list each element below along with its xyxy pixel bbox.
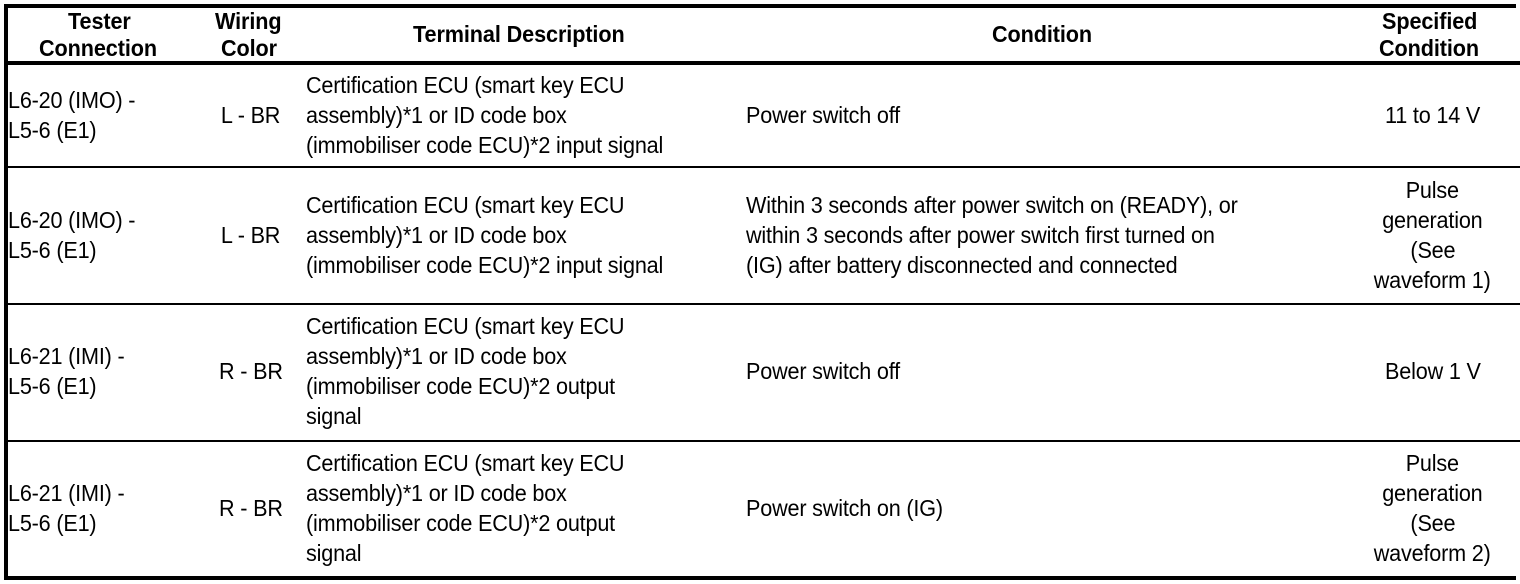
text-line: L6-21 (IMI) - — [8, 343, 125, 370]
text-line: Power switch on (IG) — [746, 494, 943, 521]
text-line: L - BR — [220, 101, 281, 128]
text-line: Below 1 V — [1384, 358, 1481, 385]
table-row: L6-21 (IMI) - L5-6 (E1) R - BR Certificatio… — [8, 440, 1520, 576]
table-row: L6-20 (IMO) - L5-6 (E1) L - BR Certificatio… — [8, 167, 1520, 305]
text-line: Condition — [992, 21, 1093, 48]
text-line: generation — [1382, 479, 1483, 506]
text-line: Specified — [1381, 8, 1478, 34]
cell-tester_connection: L6-20 (IMO) - L5-6 (E1) — [8, 167, 195, 305]
text-line: Certification ECU (smart key ECU — [306, 449, 625, 476]
text-line: signal — [306, 539, 362, 566]
text-line: L6-20 (IMO) - — [8, 206, 136, 233]
cell-terminal_description: Certification ECU (smart key ECU assembly… — [306, 167, 746, 305]
column-header-condition: Condition — [746, 8, 1345, 66]
text-line: waveform 2) — [1374, 539, 1491, 566]
text-line: (See — [1410, 509, 1455, 536]
text-line: waveform 1) — [1374, 266, 1491, 293]
text-line: Pulse — [1405, 176, 1460, 203]
cell-specified_condition: Pulse generation (See waveform 1) — [1345, 167, 1520, 305]
text-line: 11 to 14 V — [1384, 101, 1481, 128]
cell-condition: Power switch on (IG) — [746, 440, 1345, 576]
cell-condition: Power switch off — [746, 303, 1345, 442]
text-line: generation — [1382, 206, 1483, 233]
table-row: L6-21 (IMI) - L5-6 (E1) R - BR Certificatio… — [8, 303, 1520, 442]
text-line: L5-6 (E1) — [8, 373, 97, 400]
text-line: L6-21 (IMI) - — [8, 479, 125, 506]
text-line: Condition — [1379, 34, 1480, 61]
text-line: assembly)*1 or ID code box — [306, 101, 567, 128]
text-line: (immobiliser code ECU)*2 input signal — [306, 251, 664, 278]
cell-specified_condition: 11 to 14 V — [1345, 63, 1520, 169]
text-line: L6-20 (IMO) - — [8, 87, 136, 113]
text-line: within 3 seconds after power switch firs… — [746, 221, 1215, 248]
text-line: L - BR — [220, 221, 281, 248]
text-line: Power switch off — [746, 101, 901, 128]
text-line: (See — [1410, 236, 1455, 263]
cell-wiring_color: R - BR — [195, 303, 306, 442]
text-line: assembly)*1 or ID code box — [306, 479, 567, 506]
text-line: Tester — [68, 8, 131, 34]
cell-condition: Power switch off — [746, 63, 1345, 169]
text-line: Terminal Description — [413, 21, 626, 48]
text-line: L5-6 (E1) — [8, 236, 97, 263]
text-line: Power switch off — [746, 358, 901, 385]
text-line: Certification ECU (smart key ECU — [306, 191, 625, 218]
cell-terminal_description: Certification ECU (smart key ECU assembly… — [306, 440, 746, 576]
text-line: (immobiliser code ECU)*2 output — [306, 509, 615, 536]
text-line: L5-6 (E1) — [8, 509, 97, 536]
table-body: L6-20 (IMO) - L5-6 (E1) L - BR Certificatio… — [8, 63, 1520, 576]
text-line: L5-6 (E1) — [8, 116, 97, 143]
text-line: signal — [306, 403, 362, 430]
cell-wiring_color: L - BR — [195, 63, 306, 169]
cell-terminal_description: Certification ECU (smart key ECU assembly… — [306, 303, 746, 442]
cell-wiring_color: L - BR — [195, 167, 306, 305]
text-line: (immobiliser code ECU)*2 output — [306, 373, 615, 400]
text-line: Certification ECU (smart key ECU — [306, 313, 625, 340]
text-line: (IG) after battery disconnected and conn… — [746, 251, 1178, 278]
column-header-terminal-description: Terminal Description — [306, 8, 746, 66]
text-line: Within 3 seconds after power switch on (… — [746, 191, 1238, 218]
text-line: Pulse — [1405, 449, 1460, 476]
cell-specified_condition: Pulse generation (See waveform 2) — [1345, 440, 1520, 576]
text-line: assembly)*1 or ID code box — [306, 221, 567, 248]
table-row: L6-20 (IMO) - L5-6 (E1) L - BR Certificatio… — [8, 63, 1520, 169]
cell-wiring_color: R - BR — [195, 440, 306, 576]
cell-tester_connection: L6-21 (IMI) - L5-6 (E1) — [8, 440, 195, 576]
text-line: Connection — [38, 34, 157, 61]
text-line: R - BR — [218, 494, 283, 521]
text-line: R - BR — [218, 358, 283, 385]
cell-tester_connection: L6-20 (IMO) - L5-6 (E1) — [8, 63, 195, 169]
text-line: (immobiliser code ECU)*2 input signal — [306, 131, 664, 158]
cell-condition: Within 3 seconds after power switch on (… — [746, 167, 1345, 305]
text-line: assembly)*1 or ID code box — [306, 343, 567, 370]
text-line: Certification ECU (smart key ECU — [306, 72, 625, 99]
text-line: Color — [220, 34, 277, 61]
text-line: Wiring — [215, 8, 282, 34]
cell-specified_condition: Below 1 V — [1345, 303, 1520, 442]
cell-tester_connection: L6-21 (IMI) - L5-6 (E1) — [8, 303, 195, 442]
